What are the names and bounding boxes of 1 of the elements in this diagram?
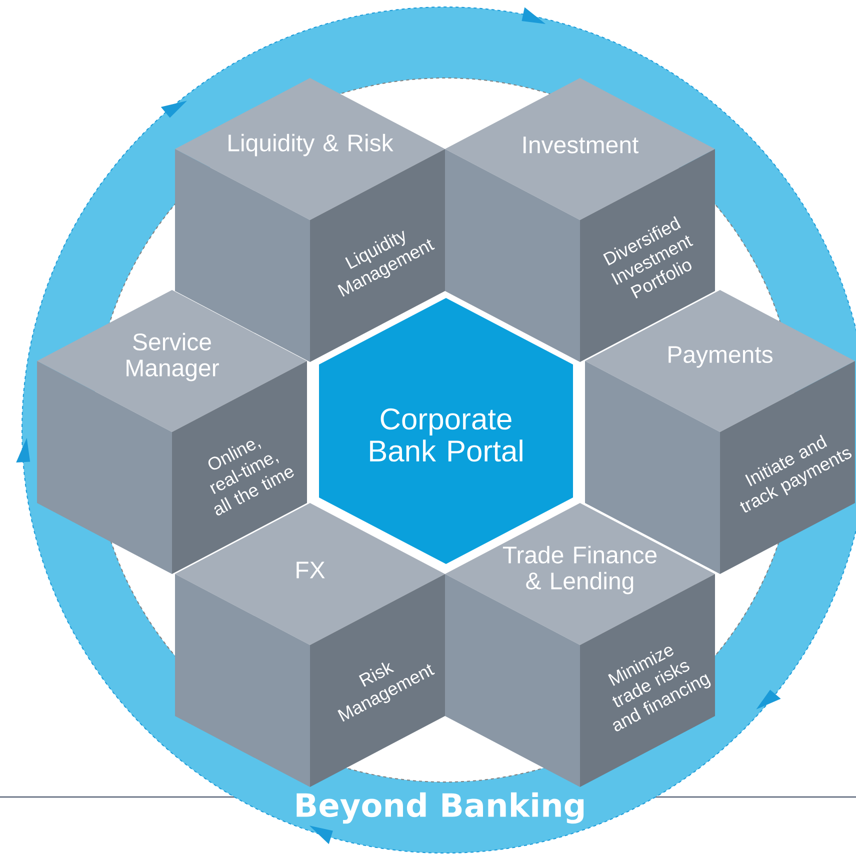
ring-label: Beyond Banking [296,792,584,824]
